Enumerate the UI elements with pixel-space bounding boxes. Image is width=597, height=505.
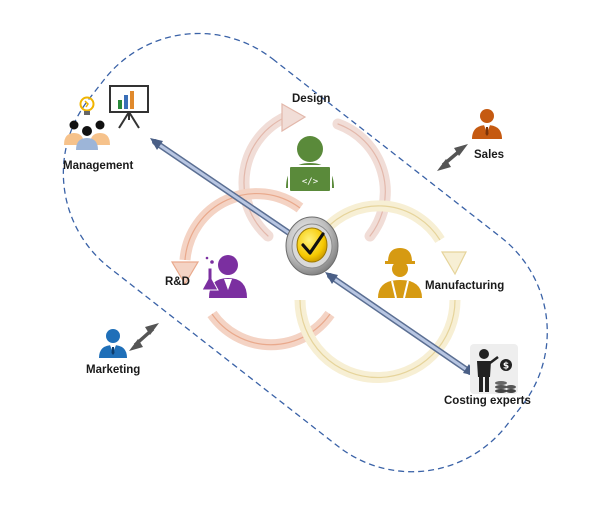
sales-double-arrow (437, 144, 468, 171)
design-label: Design (292, 93, 331, 105)
manufacturing-label: Manufacturing (425, 280, 505, 292)
management-connector (150, 138, 300, 241)
marketing-label: Marketing (86, 364, 141, 376)
developer-laptop-icon: </> (286, 136, 334, 193)
team-boundary (62, 32, 548, 473)
costing-experts-label: Costing experts (444, 395, 531, 407)
svg-text:$: $ (503, 362, 509, 372)
cost-expert-icon: $ (470, 344, 518, 394)
rnd-cycle-arrow (170, 188, 335, 351)
marketing-double-arrow (129, 323, 159, 351)
marketing-businessman-icon (99, 329, 127, 358)
svg-text:</>: </> (302, 177, 319, 187)
manufacturing-cycle-arrow (294, 200, 467, 383)
businessman-icon (472, 109, 502, 139)
rnd-label: R&D (165, 276, 190, 288)
management-label: Management (63, 160, 134, 172)
engineer-hardhat-icon (378, 248, 422, 299)
design-cycle-arrow (238, 102, 391, 242)
costing-connector (325, 272, 476, 376)
team-presentation-icon (64, 85, 149, 150)
sales-label: Sales (474, 149, 505, 161)
checkmark-badge-icon (285, 216, 339, 276)
scientist-icon (201, 255, 247, 298)
